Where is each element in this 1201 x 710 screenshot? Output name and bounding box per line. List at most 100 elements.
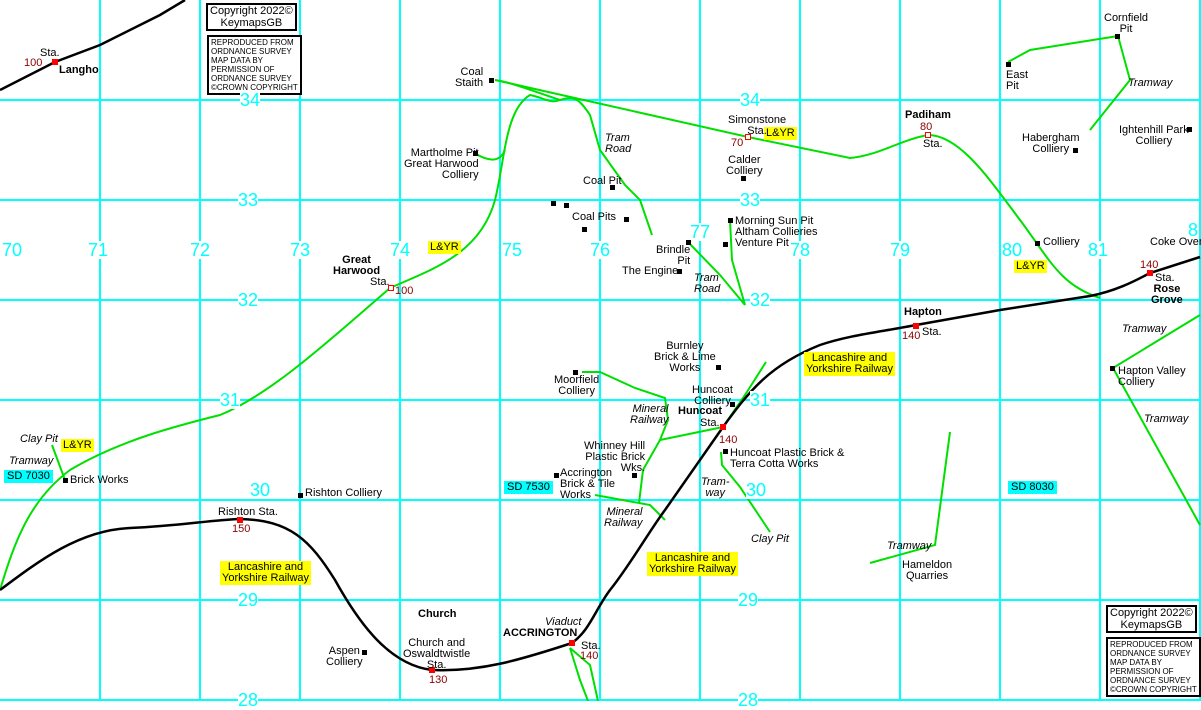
copyright-box: Copyright 2022© KeymapsGB [1106,605,1197,633]
northing-label: 29 [238,590,259,610]
station-name: Huncoat [678,405,722,417]
easting-label: 81 [1088,240,1109,260]
station-sta: Sta. [370,276,390,288]
station-sta: Sta. [581,640,601,652]
site-marker [716,365,721,370]
claypit-label: Clay Pit [751,533,789,545]
site-label: Martholme Pit Great Harwood Colliery [404,147,479,181]
railways [0,0,1201,672]
northing-label: 34 [240,90,261,110]
station-name: Great Harwood [333,254,381,277]
os-permission-box: REPRODUCED FROM ORDNANCE SURVEY MAP DATA… [207,35,302,95]
station-name: Langho [59,64,99,76]
site-marker [1110,366,1115,371]
station-marker [720,424,726,430]
site-label: Brick Works [70,474,129,486]
tramway-label: Tramway [1144,413,1189,425]
station-marker [1147,270,1153,276]
station-sta: Sta. [40,47,60,59]
railway-label: Lancashire and Yorkshire Railway [647,552,739,576]
site-label: Colliery [1043,236,1080,248]
mineral-railway-label: Mineral Railway [630,403,669,426]
station-marker [569,640,575,646]
site-label: The Engine [622,265,679,277]
station-sta: Sta. [923,138,943,150]
station-height: 80 [920,121,933,133]
easting-label: 76 [590,240,611,260]
northing-label: 28 [238,690,259,710]
station-marker [429,667,435,673]
site-marker [730,402,735,407]
northing-label: 32 [750,290,771,310]
tramway-label: Tramway [1128,77,1173,89]
grid-ref: SD 7530 [504,481,553,494]
tramway-label: Tram- way [701,476,730,499]
station-name: Rishton Sta. [218,506,278,518]
site-label: Morning Sun Pit Altham Collieries Ventur… [735,215,818,249]
easting-label: 71 [88,240,109,260]
station-marker [745,134,751,140]
site-marker [473,151,478,156]
easting-label: 78 [790,240,811,260]
site-marker [362,650,367,655]
site-label: Accrington Brick & Tile Works [560,467,616,501]
site-label: Coal Staith [455,66,484,89]
easting-label: 74 [390,240,411,260]
tramway-label: Tram Road [605,132,632,155]
site-marker [723,242,728,247]
railway-label: L&YR [764,127,797,140]
tramway-label: Tramway [887,540,932,552]
station-marker [388,285,394,291]
site-label: Hameldon Quarries [902,559,953,582]
site-marker [728,218,733,223]
site-marker [677,269,682,274]
station-marker [913,323,919,329]
os-permission-box: REPRODUCED FROM ORDNANCE SURVEY MAP DATA… [1106,637,1201,697]
station-name: ACCRINGTON [503,627,578,639]
easting-label: 73 [290,240,311,260]
viaduct-label: Viaduct [545,616,582,628]
site-marker [551,201,556,206]
site-label: Habergham Colliery [1022,132,1080,155]
station-name: Simonstone Sta. [728,114,787,137]
station-sta: Sta. [700,417,720,429]
site-marker [63,478,68,483]
easting-label: 80 [1002,240,1023,260]
site-label: Coke Oven [1150,236,1201,248]
station-height: 100 [395,285,414,297]
site-marker [1073,148,1078,153]
site-marker [1187,127,1192,132]
station-height: 140 [902,330,921,342]
northing-label: 32 [238,290,259,310]
northing-label: 31 [750,390,771,410]
mineral-railway-label: Mineral Railway [604,506,643,529]
site-marker [1115,34,1120,39]
station-name: Church and Oswaldtwistle Sta. [403,637,471,671]
site-marker [1006,62,1011,67]
easting-label: 79 [890,240,911,260]
northing-label: 33 [238,190,259,210]
site-label: Aspen Colliery [326,645,363,668]
northing-label: 28 [738,690,759,710]
site-label: Cornfield Pit [1104,12,1149,35]
site-marker [564,203,569,208]
station-height: 140 [719,434,738,446]
site-label: Whinney Hill Plastic Brick Wks. [584,440,646,474]
railway-label: Lancashire and Yorkshire Railway [220,561,312,585]
tramway-label: Tramway [1122,323,1167,335]
site-label: East Pit [1006,69,1029,92]
site-label: Huncoat Colliery [692,384,733,407]
station-marker [52,59,58,65]
station-height: 150 [232,523,251,535]
site-label: Coal Pits [572,211,617,223]
easting-label: 72 [190,240,211,260]
grid-ref: SD 8030 [1008,481,1057,494]
easting-label: 77 [690,222,711,242]
station-name: Rose Grove [1151,283,1183,306]
easting-label: 8 [1188,220,1199,240]
railway-label: L&YR [428,241,461,254]
copyright-box: Copyright 2022© KeymapsGB [206,3,297,31]
railway-label: L&YR [61,439,94,452]
easting-label: 75 [502,240,523,260]
